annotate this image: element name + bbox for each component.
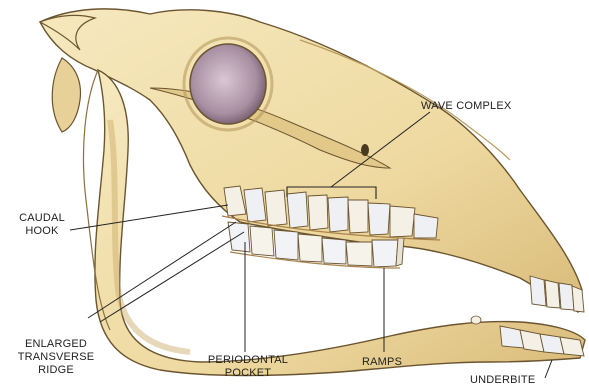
label-ridge-line2: TRANSVERSE bbox=[4, 351, 108, 364]
label-caudal-hook-line2: HOOK bbox=[14, 225, 70, 238]
lower-canine bbox=[471, 316, 481, 324]
label-wave-complex-text: WAVE COMPLEX bbox=[421, 100, 511, 113]
leader-underbite bbox=[545, 360, 552, 378]
infraorbital-foramen bbox=[361, 144, 369, 156]
label-periodontal-line2: POCKET bbox=[200, 367, 296, 380]
label-underbite-text: UNDERBITE bbox=[470, 374, 535, 387]
label-periodontal-line1: PERIODONTAL bbox=[200, 354, 296, 367]
label-wave-complex: WAVE COMPLEX bbox=[421, 100, 511, 113]
label-periodontal-pocket: PERIODONTAL POCKET bbox=[200, 354, 296, 380]
occipital-condyle bbox=[52, 58, 80, 132]
label-ridge-line3: RIDGE bbox=[4, 364, 108, 377]
label-caudal-hook: CAUDAL HOOK bbox=[14, 212, 70, 238]
label-ramps: RAMPS bbox=[362, 356, 402, 369]
label-caudal-hook-line1: CAUDAL bbox=[14, 212, 70, 225]
label-enlarged-transverse-ridge: ENLARGED TRANSVERSE RIDGE bbox=[4, 338, 108, 377]
orbit bbox=[190, 44, 266, 124]
label-underbite: UNDERBITE bbox=[470, 374, 535, 387]
label-ridge-line1: ENLARGED bbox=[4, 338, 108, 351]
leader-caudal-hook bbox=[70, 205, 228, 230]
label-ramps-text: RAMPS bbox=[362, 356, 402, 369]
